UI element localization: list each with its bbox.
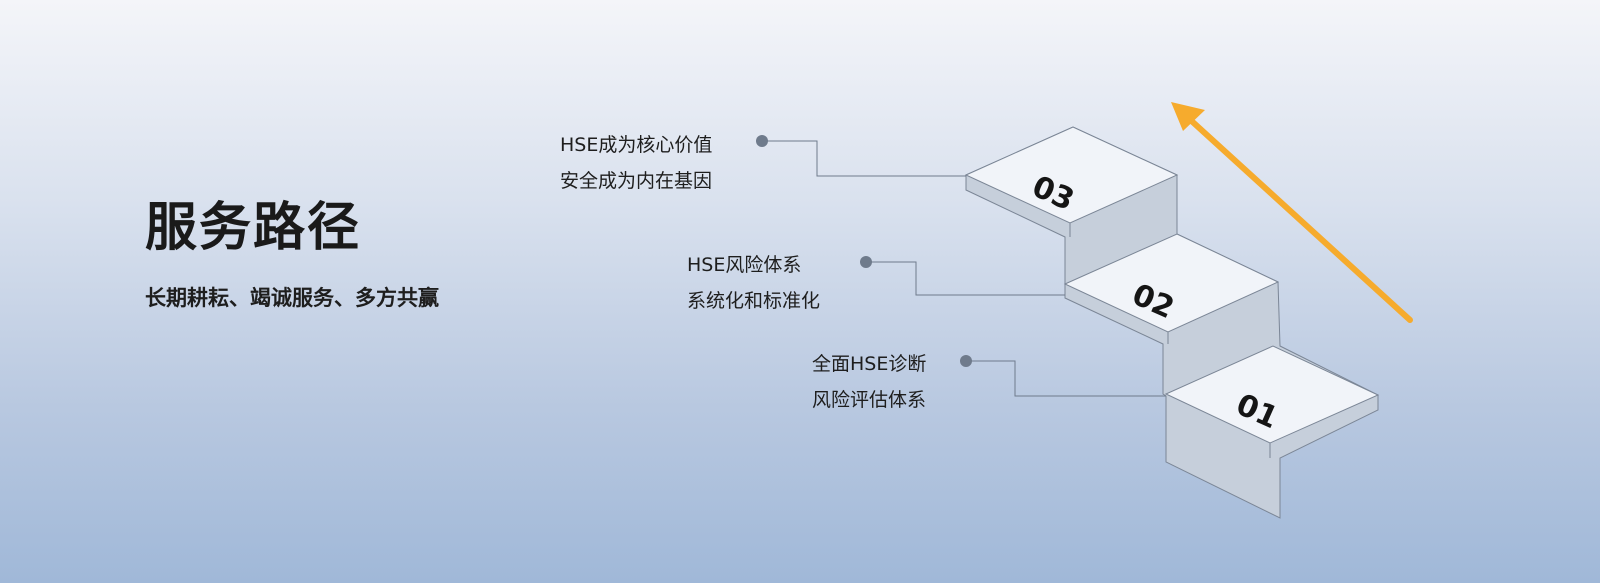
connector-1	[968, 360, 1166, 397]
step-3-top	[964, 126, 1179, 224]
step-1-line-2: 风险评估体系	[812, 389, 927, 411]
step-2-label: HSE风险体系 系统化和标准化	[687, 247, 820, 319]
page-subtitle: 长期耕耘、竭诚服务、多方共赢	[145, 286, 439, 310]
connector-3-dot	[756, 135, 768, 147]
step-2-line-1: HSE风险体系	[687, 254, 802, 276]
step-3-label: HSE成为核心价值 安全成为内在基因	[560, 127, 712, 199]
step-2-top	[1063, 233, 1280, 333]
step-3-line-2: 安全成为内在基因	[560, 170, 713, 192]
step-1-top	[1164, 345, 1380, 444]
step-3-line-1: HSE成为核心价值	[560, 134, 713, 156]
growth-arrow-head	[1171, 102, 1205, 131]
growth-arrow-shaft	[1182, 112, 1413, 323]
step-1-line-1: 全面HSE诊断	[812, 353, 927, 375]
page-title: 服务路径	[145, 198, 362, 258]
connector-3	[766, 140, 966, 177]
connector-1-dot	[960, 355, 972, 367]
connector-2	[868, 261, 1065, 296]
step-2-line-2: 系统化和标准化	[687, 290, 821, 312]
step-1-label: 全面HSE诊断 风险评估体系	[812, 346, 926, 418]
connector-2-dot	[860, 256, 872, 268]
